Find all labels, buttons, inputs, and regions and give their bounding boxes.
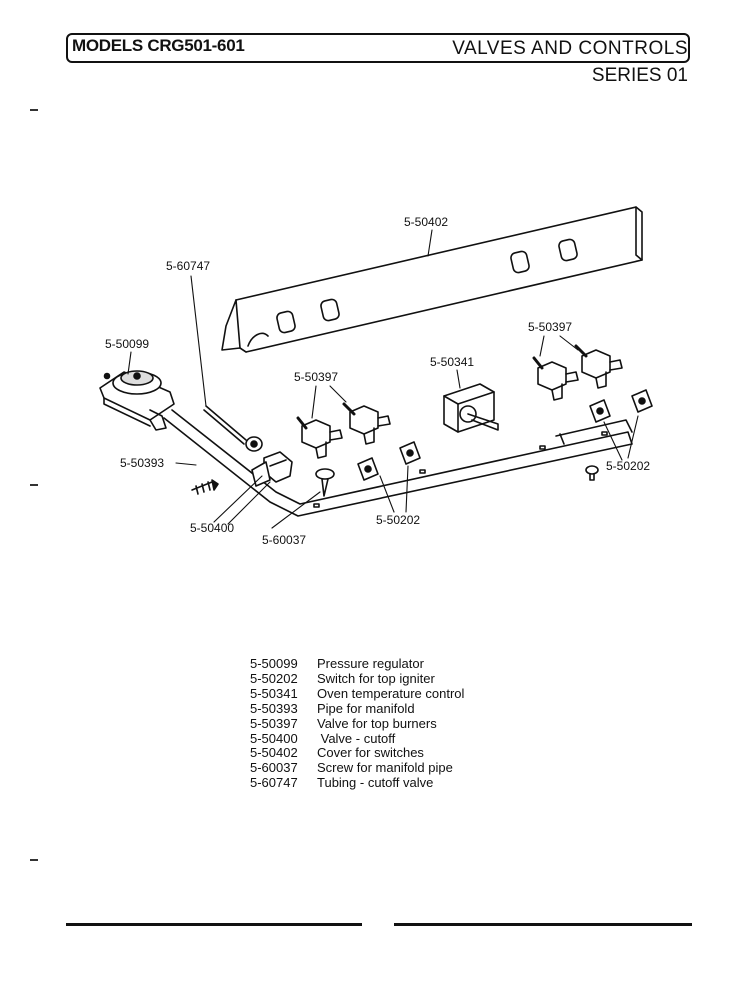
part-number: 5-50402: [250, 745, 298, 761]
igniter-switch-left-b: [399, 441, 421, 465]
top-burner-valve-right-b: [574, 344, 623, 389]
callout-switches-left: 5-50202: [376, 513, 420, 527]
legend-row: 5-50402 Cover for switches: [250, 746, 464, 761]
callout-valves-left: 5-50397: [294, 370, 338, 384]
part-description: Pressure regulator: [317, 656, 424, 671]
callout-screw: 5-60037: [262, 533, 306, 547]
pressure-regulator-part: [99, 370, 175, 431]
part-number: 5-50099: [250, 656, 298, 671]
part-number: 5-60747: [250, 775, 298, 791]
switch-cover-part: [221, 206, 643, 353]
cutoff-valve-part: [191, 451, 293, 495]
part-number: 5-50397: [250, 715, 298, 731]
cutoff-tubing-part: [203, 405, 263, 452]
part-description: Valve for top burners: [317, 715, 437, 731]
legend-row: 5-50393 Pipe for manifold: [250, 700, 464, 717]
callout-cutoff-valve: 5-50400: [190, 521, 234, 535]
part-number: 5-60037: [250, 760, 298, 776]
models-title: MODELS CRG501-601: [72, 36, 245, 55]
igniter-switch-right-b: [631, 389, 653, 413]
legend-row: 5-50099 Pressure regulator: [250, 656, 464, 672]
igniter-switch-left-a: [357, 457, 379, 481]
margin-tick: [30, 484, 38, 486]
callout-oven-control: 5-50341: [430, 355, 474, 369]
legend-row: 5-50400 Valve - cutoff: [250, 730, 464, 747]
section-title: VALVES AND CONTROLS: [452, 38, 688, 59]
part-number: 5-50400: [250, 730, 298, 746]
top-burner-valve-left-b: [342, 402, 391, 445]
part-description: Oven temperature control: [317, 685, 465, 701]
callout-valves-right: 5-50397: [528, 320, 572, 334]
legend-row: 5-50397 Valve for top burners: [250, 715, 464, 732]
manifold-screw-part: [315, 468, 335, 497]
part-description: Pipe for manifold: [317, 700, 415, 716]
part-description: Valve - cutoff: [317, 730, 396, 746]
parts-legend: 5-50099 Pressure regulator 5-50202 Switch …: [250, 656, 465, 791]
callout-switches-right: 5-50202: [606, 459, 650, 473]
callout-pipe: 5-50393: [120, 456, 164, 470]
top-burner-valve-left-a: [296, 416, 343, 459]
part-number: 5-50202: [250, 670, 298, 686]
legend-row: 5-60747 Tubing - cutoff valve: [250, 775, 464, 791]
manifold-pipe-part: [163, 409, 633, 517]
part-description: Tubing - cutoff valve: [317, 775, 434, 791]
series-label: SERIES 01: [591, 65, 688, 86]
margin-tick: [30, 109, 38, 111]
igniter-switch-right-a: [589, 399, 611, 423]
oven-temperature-control-part: [443, 383, 499, 433]
header-frame: [66, 33, 690, 63]
footer-rule-left: [66, 923, 362, 926]
part-number: 5-50341: [250, 685, 298, 701]
callout-cover: 5-50402: [404, 215, 448, 229]
legend-row: 5-50202 Switch for top igniter: [250, 670, 464, 687]
part-description: Cover for switches: [317, 745, 424, 761]
callout-regulator: 5-50099: [105, 337, 149, 351]
top-burner-valve-right-a: [532, 356, 579, 401]
legend-row: 5-60037 Screw for manifold pipe: [250, 760, 464, 776]
margin-tick: [30, 859, 38, 861]
pipe-end-fastener: [585, 465, 599, 481]
callout-tubing: 5-60747: [166, 259, 210, 273]
part-description: Switch for top igniter: [317, 670, 435, 686]
part-number: 5-50393: [250, 700, 298, 716]
legend-row: 5-50341 Oven temperature control: [250, 685, 465, 702]
leader-lines: [127, 229, 639, 529]
part-description: Screw for manifold pipe: [317, 760, 453, 776]
footer-rule-right: [394, 923, 692, 926]
